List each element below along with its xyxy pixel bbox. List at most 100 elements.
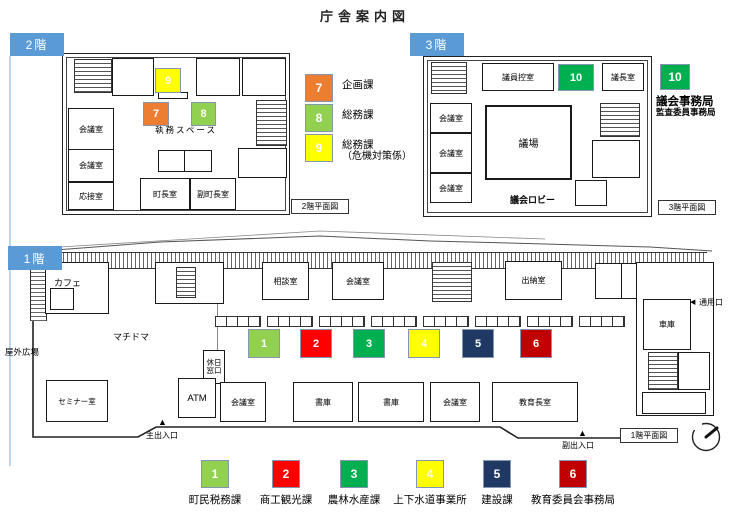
f3-meeting-room-3: 会議室 <box>430 173 472 203</box>
f2-legend-item: 8 総務課 <box>305 104 374 132</box>
f1-marker-2: 2 <box>300 329 332 358</box>
f1-seminar-room: セミナー室 <box>46 380 108 422</box>
legend-square-7: 7 <box>305 74 333 102</box>
legend-square-9: 9 <box>305 134 333 162</box>
legend-square-8: 8 <box>305 104 333 132</box>
f1-sub-gate-label: 副出入口 <box>562 441 594 450</box>
counter <box>475 316 521 327</box>
f3-caption: 3階平面図 <box>658 200 716 215</box>
f1-cafe-counter <box>50 288 74 310</box>
f1-garage: 車庫 <box>643 299 691 350</box>
holiday-window-line2: 窓口 <box>206 366 222 375</box>
legend-square-5: 5 <box>483 460 511 488</box>
legend-label: 教育委員会事務局 <box>531 494 615 506</box>
gate-triangle-icon: ◀ <box>690 299 696 306</box>
floor-tag-2f: 2階 <box>10 33 64 56</box>
f2-deputy-mayor-room: 副町長室 <box>190 178 236 210</box>
f1-machidoma-label: マチドマ <box>113 332 150 342</box>
f1-marker-5: 5 <box>462 329 494 358</box>
f2-legend-item: 9 総務課 （危機対策係） <box>305 134 412 163</box>
f1-cashier-room: 出納室 <box>505 261 562 300</box>
f2-room <box>112 58 154 96</box>
f1-legend-item: 3 農林水産課 <box>324 460 384 507</box>
counter <box>215 316 261 327</box>
compass-icon <box>690 420 721 452</box>
f1-legend-item: 1 町民税務課 <box>185 460 245 507</box>
f1-room <box>642 392 706 414</box>
f1-meeting-room-b1: 会議室 <box>220 382 266 422</box>
legend-square-10: 10 <box>660 64 690 90</box>
f2-legend-item: 7 企画課 <box>305 74 374 102</box>
f1-legend-item: 2 商工観光課 <box>256 460 316 507</box>
f2-table <box>184 150 212 172</box>
entrance-triangle-icon: ▲ <box>578 428 587 438</box>
f1-meeting-room-b2: 会議室 <box>430 382 480 422</box>
stairs-icon <box>431 62 467 94</box>
f2-marker-9: 9 <box>155 68 181 93</box>
f2-office-space-label: 執務スペース <box>155 125 217 135</box>
f1-cafe-label: カフェ <box>54 278 82 288</box>
f1-legend-item: 4 上下水道事業所 <box>391 460 469 507</box>
legend-square-6: 6 <box>559 460 587 488</box>
f1-legend-item: 6 教育委員会事務局 <box>529 460 617 507</box>
f2-meeting-room-1: 会議室 <box>68 108 114 150</box>
legend-label-line2: （危機対策係） <box>342 151 412 162</box>
f1-marker-4: 4 <box>408 329 440 358</box>
f3-room <box>575 180 607 206</box>
stairs-icon <box>256 100 287 146</box>
f2-meeting-room-2: 会議室 <box>68 149 114 182</box>
f2-marker-8: 8 <box>191 102 216 126</box>
f1-stack-room-1: 書庫 <box>293 382 353 422</box>
f3-assembly-lobby-label: 議会ロビー <box>510 195 556 205</box>
entrance-triangle-icon: ▲ <box>158 417 167 427</box>
f1-caption: 1階平面図 <box>620 428 678 443</box>
f3-chairman-room: 議長室 <box>602 63 644 91</box>
counter <box>579 316 625 327</box>
f1-meeting-room-top: 会議室 <box>332 262 384 300</box>
legend-label: 建設課 <box>481 494 513 506</box>
f3-legend-label2: 監査委員事務局 <box>656 107 716 117</box>
f1-room <box>595 263 623 299</box>
f1-main-gate-label: 主出入口 <box>146 431 178 440</box>
f2-mayor-room: 町長室 <box>140 178 190 210</box>
legend-label-line1: 総務課 <box>342 139 374 151</box>
legend-label: 総務課 <box>342 109 374 121</box>
f1-marker-3: 3 <box>353 329 385 358</box>
page-title: 庁舎案内図 <box>319 9 410 24</box>
floor-tag-3f: 3階 <box>410 33 464 56</box>
f1-marker-1: 1 <box>248 329 280 358</box>
counter <box>527 316 573 327</box>
legend-square-3: 3 <box>340 460 368 488</box>
f1-edu-chief-room: 教育長室 <box>492 382 578 422</box>
legend-label: 農林水産課 <box>327 494 381 506</box>
stairs-icon <box>648 352 678 390</box>
stairs-icon <box>432 262 472 302</box>
counter <box>371 316 417 327</box>
legend-square-1: 1 <box>201 460 229 488</box>
stairs-icon <box>74 59 112 93</box>
f2-table <box>158 150 186 172</box>
legend-square-2: 2 <box>272 460 300 488</box>
counter <box>319 316 365 327</box>
legend-label: 企画課 <box>342 79 374 91</box>
legend-label: 上下水道事業所 <box>393 494 467 506</box>
f3-members-waiting-room: 議員控室 <box>482 63 554 91</box>
f2-marker-7: 7 <box>143 102 169 126</box>
legend-label: 総務課 （危機対策係） <box>342 134 412 163</box>
counter <box>267 316 313 327</box>
f1-consult-room: 相談室 <box>262 262 309 300</box>
counter <box>423 316 469 327</box>
f1-room <box>678 352 710 390</box>
f3-meeting-room-1: 会議室 <box>430 103 472 133</box>
f2-caption: 2階平面図 <box>291 199 349 214</box>
f2-reception-room: 応接室 <box>68 182 114 210</box>
f2-room <box>238 148 287 178</box>
f3-legend-label: 議会事務局 <box>656 96 714 108</box>
f3-meeting-room-2: 会議室 <box>430 133 472 173</box>
stairs-icon <box>600 103 640 137</box>
f2-restroom <box>196 58 240 96</box>
f1-outdoor-plaza-label: 屋外広場 <box>5 347 40 357</box>
f3-assembly-hall: 議場 <box>485 105 572 180</box>
floor-tag-1f: 1階 <box>8 246 62 270</box>
